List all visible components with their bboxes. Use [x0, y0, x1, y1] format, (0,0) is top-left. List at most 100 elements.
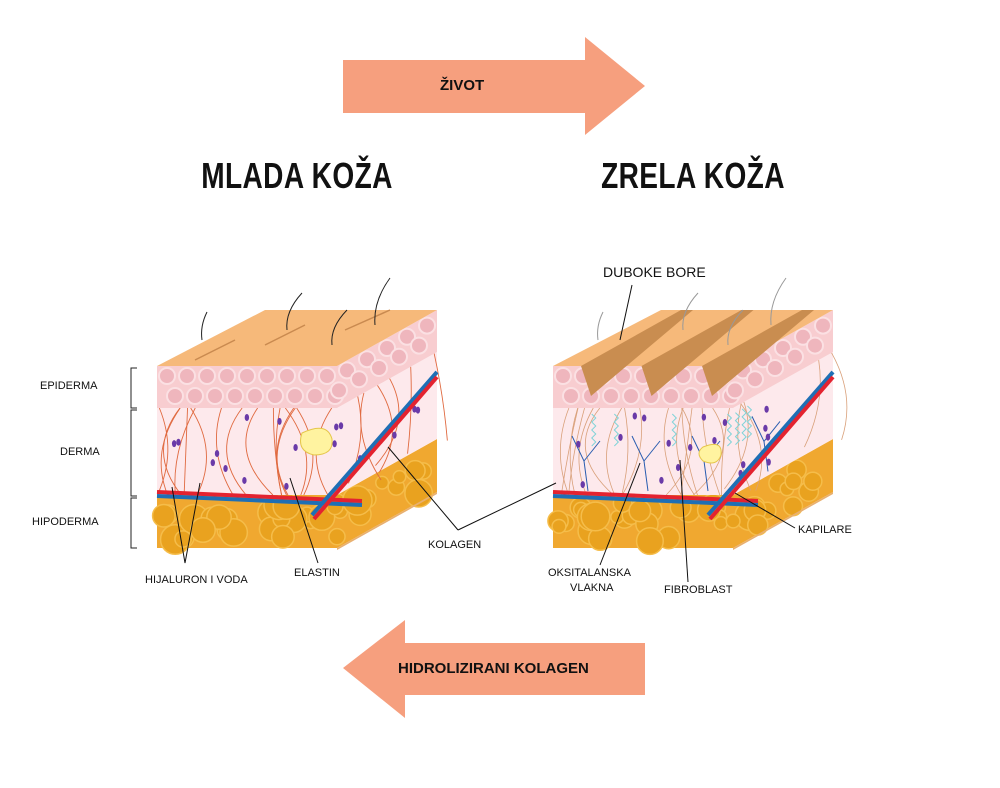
- fibroblast-cell: [659, 476, 664, 484]
- keratinocyte: [682, 387, 700, 405]
- oxytalan-label-line1: OKSITALANSKA: [548, 567, 631, 579]
- oxytalan-fiber: [741, 408, 747, 442]
- keratinocyte: [774, 339, 792, 357]
- deep-wrinkle: [581, 310, 693, 396]
- fibroblast-cell: [332, 440, 337, 448]
- fibroblast-cell: [210, 459, 216, 467]
- collagen-fiber: [183, 407, 188, 496]
- elastin-fiber: [631, 435, 661, 492]
- collagen-fiber: [245, 407, 274, 496]
- fat-cell: [580, 501, 611, 532]
- keratinocyte: [338, 361, 356, 380]
- collagen-fiber: [720, 407, 730, 496]
- keratinocyte: [258, 367, 276, 385]
- collagen-fiber: [724, 401, 749, 490]
- keratinocyte: [786, 347, 804, 366]
- vein-diagonal: [706, 370, 835, 517]
- deep-wrinkle: [702, 310, 814, 396]
- fibroblast-cell: [576, 440, 581, 448]
- collagen-fiber: [737, 403, 752, 491]
- keratinocyte: [350, 370, 368, 389]
- collagen-fiber: [663, 407, 682, 496]
- fine-line: [264, 324, 306, 346]
- fibroblast-cell: [632, 412, 637, 420]
- fat-cell: [328, 527, 346, 546]
- capillaries-label: KAPILARE: [798, 524, 852, 536]
- fat-cell: [392, 469, 407, 484]
- keratinocyte: [318, 367, 336, 385]
- keratinocyte: [298, 367, 316, 385]
- hypodermis-bracket: [130, 497, 137, 549]
- skin-surface: [157, 310, 437, 366]
- collagen-fiber: [360, 392, 382, 481]
- hydrolyzed-collagen-label: HIDROLIZIRANI KOLAGEN: [398, 660, 589, 677]
- fat-cell: [635, 526, 664, 556]
- collagen-fiber: [804, 359, 821, 448]
- fibroblast-cell: [176, 438, 181, 446]
- fat-cell: [189, 516, 216, 544]
- fibroblast-cell: [688, 443, 693, 451]
- dermis-bracket: [130, 409, 137, 497]
- mature-skin-block: [547, 277, 848, 556]
- collagen-fiber: [226, 407, 247, 496]
- collagen-fiber: [559, 407, 570, 496]
- keratinocyte: [746, 370, 764, 389]
- oxytalan-fiber: [746, 405, 753, 439]
- fine-line: [344, 309, 391, 331]
- vein-diagonal: [310, 370, 439, 517]
- fat-cell: [551, 518, 567, 535]
- keratinocyte: [806, 336, 824, 355]
- keratinocyte: [418, 316, 436, 335]
- collagen-fiber: [157, 407, 169, 496]
- keratinocyte: [662, 387, 680, 405]
- hair: [727, 309, 744, 346]
- keratinocyte: [410, 336, 428, 355]
- sebaceous-gland: [698, 443, 722, 464]
- keratinocyte: [218, 367, 236, 385]
- fibroblast-cell: [641, 414, 647, 422]
- keratinocyte: [166, 387, 184, 405]
- collagen-fiber: [560, 407, 579, 496]
- keratinocyte: [390, 347, 408, 366]
- oxytalan-fiber: [726, 413, 733, 447]
- fibroblast-cell: [244, 414, 250, 422]
- layer-brackets: [130, 367, 137, 549]
- fibroblast-cell: [766, 458, 771, 466]
- collagen-fiber: [160, 407, 181, 496]
- collagen-fiber: [407, 366, 412, 454]
- fat-cell: [782, 496, 804, 517]
- hair: [331, 309, 348, 346]
- keratinocyte: [206, 387, 224, 405]
- oxytalan-fiber: [613, 413, 620, 447]
- fibroblast-cell: [741, 461, 746, 469]
- keratinocyte: [286, 387, 304, 405]
- fibroblast-cell: [338, 422, 344, 430]
- keratinocyte: [330, 381, 348, 400]
- fibroblast-cell: [293, 444, 298, 452]
- fat-cell: [174, 530, 193, 548]
- keratinocyte: [226, 387, 244, 405]
- keratinocyte: [794, 327, 812, 346]
- hair: [682, 292, 699, 331]
- collagen-fiber: [693, 407, 724, 496]
- fibroblast-cell: [242, 476, 247, 484]
- keratinocyte: [622, 387, 640, 405]
- fibroblast-cell: [412, 405, 417, 413]
- fibroblast-cell: [675, 463, 681, 471]
- fat-cell: [270, 524, 295, 549]
- oxytalan-fiber: [591, 413, 597, 447]
- keratinocyte: [306, 387, 324, 405]
- keratinocyte: [378, 339, 396, 357]
- hair: [374, 277, 391, 326]
- fibroblast-cell: [765, 433, 771, 441]
- fat-cell: [151, 503, 176, 528]
- fat-cell: [375, 475, 390, 490]
- collagen-fiber: [568, 407, 585, 496]
- collagen-fiber: [272, 407, 282, 496]
- wrinkles-label: DUBOKE BORE: [603, 264, 706, 280]
- keratinocyte: [198, 367, 216, 385]
- hydrolyzed-collagen-arrow: [343, 620, 645, 718]
- collagen-fiber: [665, 407, 693, 496]
- fibroblast-cell: [666, 439, 671, 447]
